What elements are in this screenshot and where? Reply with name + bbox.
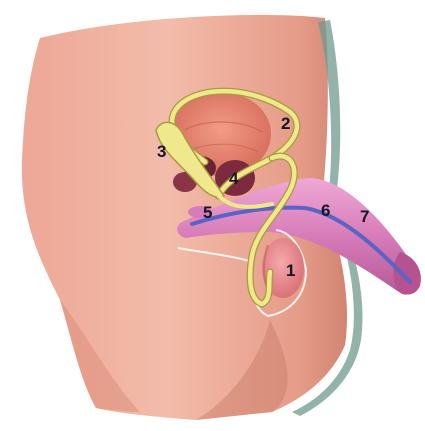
label-penis: 7	[360, 207, 369, 226]
label-testis: 1	[286, 261, 295, 280]
label-bulbourethral-gland: 5	[203, 203, 212, 222]
label-prostate: 4	[229, 169, 239, 188]
label-seminal-vesicle: 3	[157, 142, 166, 161]
label-vas-deferens: 2	[281, 114, 290, 133]
label-urethra: 6	[321, 201, 330, 220]
